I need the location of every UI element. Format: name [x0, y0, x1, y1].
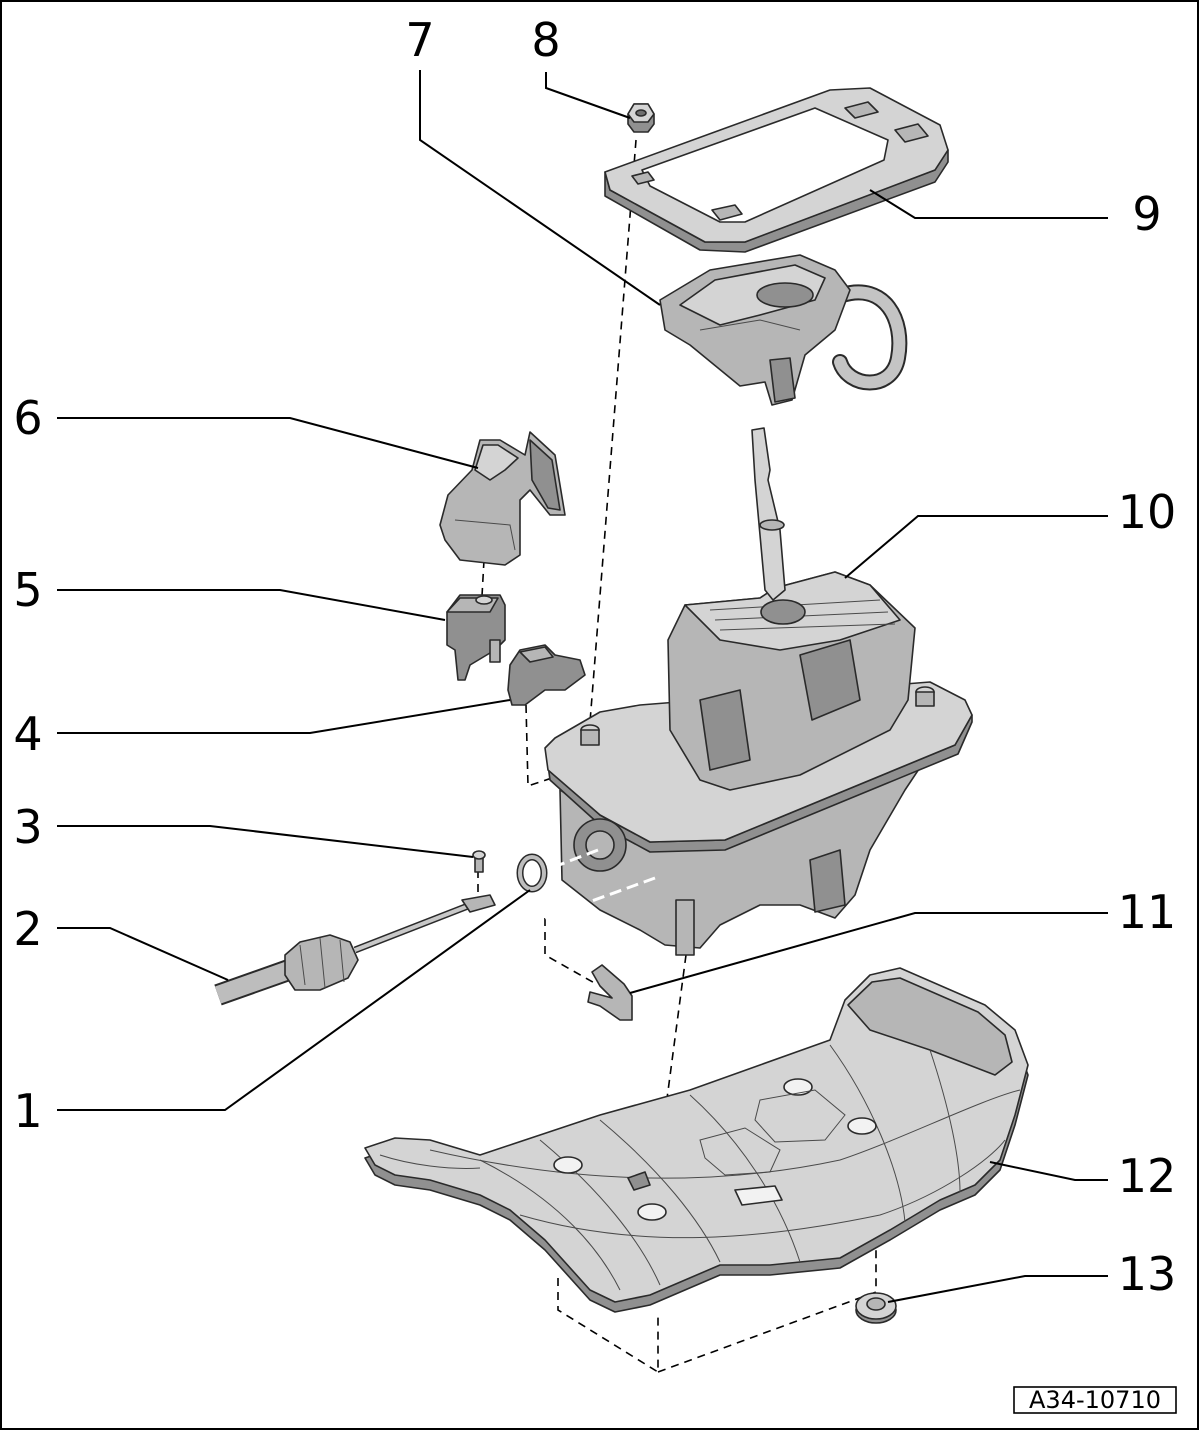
- leader-line-7: [419, 70, 661, 306]
- part-cover-frame: [604, 87, 949, 253]
- callout-label-4: 4: [13, 707, 42, 761]
- figure-id-box: A34-10710: [1013, 1386, 1177, 1414]
- part-nut: [627, 103, 655, 133]
- leader-lines: [57, 70, 1108, 1303]
- leader-line-3: [57, 825, 474, 858]
- leader-line-10: [844, 515, 1108, 579]
- leader-line-4: [57, 699, 511, 734]
- part-locking-element: [507, 644, 586, 706]
- part-selector-housing: [519, 427, 973, 956]
- part-grommet: [855, 1292, 897, 1324]
- part-mounting-bracket: [439, 431, 566, 566]
- part-heat-shield: [364, 967, 1029, 1313]
- callout-label-8: 8: [531, 13, 560, 67]
- callout-label-5: 5: [13, 563, 42, 617]
- leader-line-5: [57, 589, 446, 621]
- callout-label-1: 1: [13, 1084, 42, 1138]
- leader-line-8: [545, 72, 631, 119]
- part-screw: [472, 850, 486, 873]
- leader-line-2: [57, 927, 229, 981]
- assembly-dashed-lines: [477, 139, 877, 1374]
- callout-label-11: 11: [1118, 885, 1177, 939]
- part-solenoid: [446, 594, 506, 681]
- callout-label-13: 13: [1118, 1247, 1177, 1301]
- leader-line-6: [57, 417, 479, 469]
- part-securing-clip: [587, 964, 633, 1021]
- callout-label-10: 10: [1118, 485, 1177, 539]
- leader-line-11: [629, 912, 1108, 994]
- leader-line-9: [869, 189, 1108, 219]
- callout-label-7: 7: [405, 13, 434, 67]
- callout-label-12: 12: [1118, 1149, 1177, 1203]
- part-selector-cable: [214, 894, 496, 1006]
- part-selector-bracket: [659, 254, 908, 406]
- callout-label-9: 9: [1132, 187, 1161, 241]
- figure-id: A34-10710: [1029, 1386, 1161, 1414]
- leader-line-1: [57, 889, 531, 1111]
- callout-label-6: 6: [13, 391, 42, 445]
- callout-label-3: 3: [13, 800, 42, 854]
- callout-labels: 1 2 3 4 5 6 7 8 9 10 11 12 13: [13, 13, 1176, 1301]
- callout-label-2: 2: [13, 902, 42, 956]
- leader-line-13: [887, 1275, 1108, 1303]
- part-retaining-ring: [516, 853, 548, 893]
- leader-line-12: [989, 1161, 1108, 1181]
